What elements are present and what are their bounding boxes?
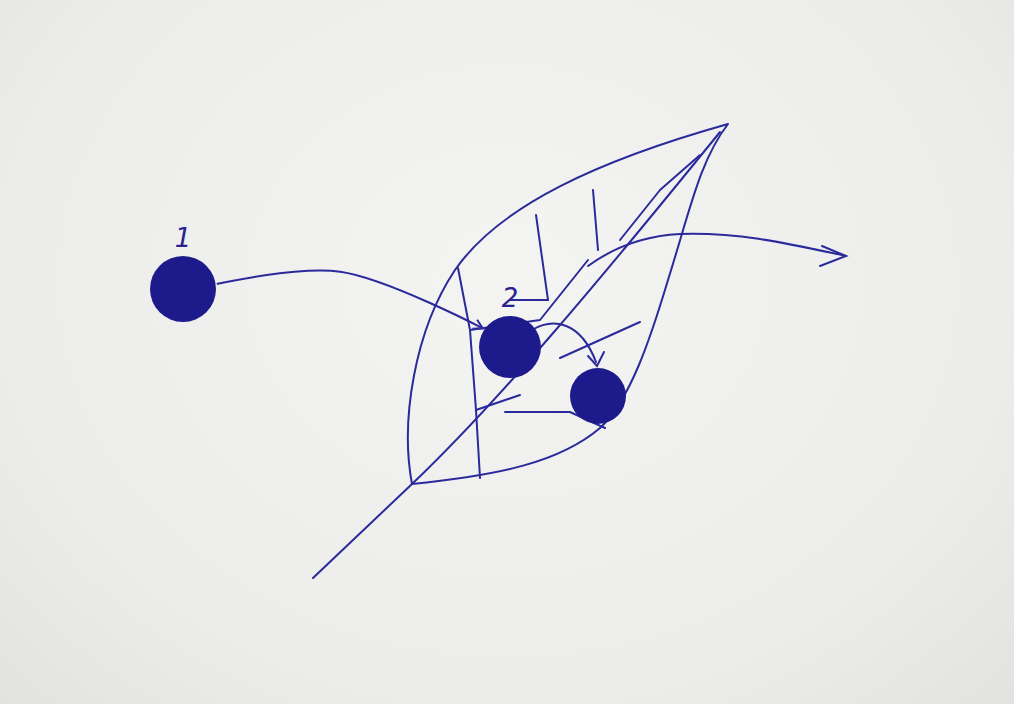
exit-arrow [588, 234, 846, 266]
particle-dot [479, 316, 541, 378]
arrowhead [588, 352, 604, 366]
curved-arrow [532, 324, 596, 362]
particle-dot [570, 368, 626, 424]
particle-dot [150, 256, 216, 322]
dot-node: 1 [150, 221, 216, 323]
callout-number: 1 [150, 221, 216, 255]
leaf-vein [560, 322, 640, 358]
callout-number: 2 [479, 281, 541, 315]
leaf-outline [408, 124, 728, 484]
leaf-vein [476, 395, 520, 410]
curved-arrow [218, 271, 483, 329]
leaf-vein [620, 155, 700, 240]
leaf-midrib [412, 132, 720, 484]
leaf-vein [470, 260, 588, 330]
arrowhead [820, 246, 846, 266]
leaf-vein [536, 215, 548, 300]
leaf-vein [458, 268, 480, 478]
leaf-stem [313, 484, 412, 578]
leaf-vein [593, 190, 598, 250]
dot-node: 2 [479, 281, 541, 379]
dot-circle [150, 255, 216, 323]
dot-circle [479, 315, 541, 379]
